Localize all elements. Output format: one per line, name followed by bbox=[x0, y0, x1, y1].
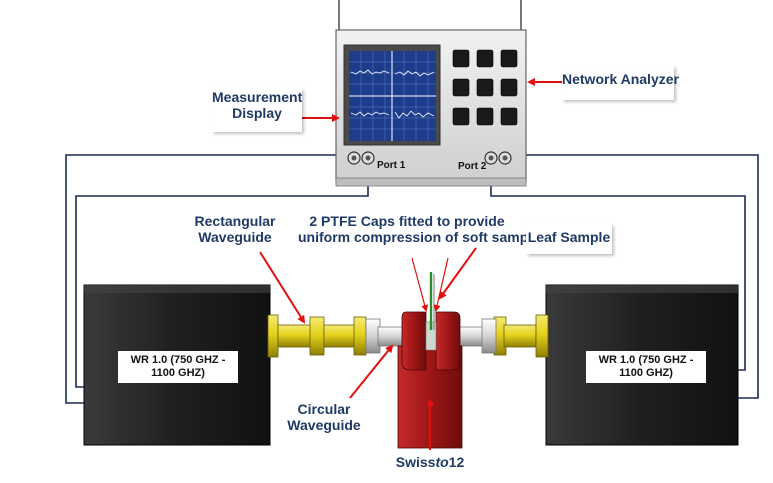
leaf-sample bbox=[429, 272, 435, 330]
left-rectangular-waveguide bbox=[267, 314, 367, 358]
leaf-sample-tag bbox=[526, 224, 612, 254]
ptfe-caps-label: 2 PTFE Caps fitted to provide uniform co… bbox=[298, 213, 540, 245]
analyzer-keypad bbox=[452, 49, 518, 126]
network-analyzer bbox=[335, 0, 527, 187]
port-2-label: Port 2 bbox=[458, 161, 487, 172]
port-connectors bbox=[347, 151, 512, 165]
port-1-label: Port 1 bbox=[377, 160, 406, 171]
right-module-text: WR 1.0 (750 GHZ - 1100 GHZ) bbox=[586, 351, 706, 384]
annotation-arrows bbox=[259, 78, 566, 450]
rectangular-waveguide-label: Rectangular Waveguide bbox=[194, 213, 276, 245]
left-module-text: WR 1.0 (750 GHZ - 1100 GHZ) bbox=[118, 351, 238, 384]
swissto12-label: Swissto12 bbox=[395, 454, 465, 470]
measurement-display-tag bbox=[212, 88, 302, 132]
leaf-sample-label: Leaf Sample bbox=[527, 229, 611, 245]
network-analyzer-label: Network Analyzer bbox=[562, 71, 679, 87]
network-analyzer-tag bbox=[562, 66, 674, 100]
circular-waveguide-label: Circular Waveguide bbox=[287, 401, 361, 433]
measurement-display-label: Measurement Display bbox=[212, 89, 303, 121]
right-rectangular-waveguide bbox=[493, 314, 549, 358]
